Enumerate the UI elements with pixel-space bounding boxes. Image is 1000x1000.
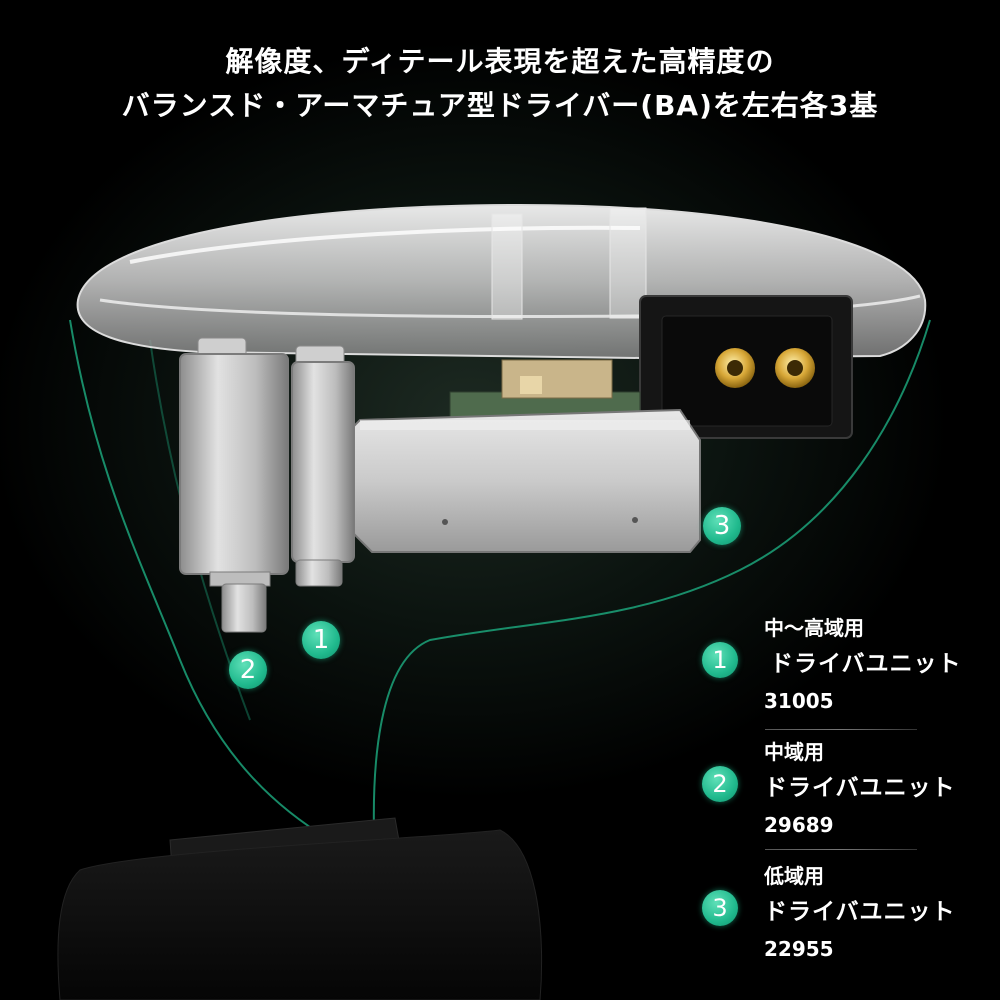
legend-text: 中〜高域用 ドライバユニット 31005 — [764, 612, 962, 718]
model-number: 22955 — [764, 937, 834, 961]
legend-number-badge: 3 — [702, 890, 738, 926]
legend-number-badge: 1 — [702, 642, 738, 678]
legend-number: 1 — [712, 646, 728, 674]
legend-number: 3 — [712, 894, 728, 922]
headline-line-1: 解像度、ディテール表現を超えた高精度の — [225, 45, 775, 78]
driver-unit-label: ドライバユニット — [770, 651, 962, 677]
legend-number-badge: 2 — [702, 766, 738, 802]
legend-divider — [765, 729, 917, 730]
legend-number: 2 — [712, 770, 728, 798]
legend-text: 低域用 ドライバユニット 22955 — [764, 860, 956, 966]
model-number: 29689 — [764, 813, 834, 837]
marker-number: 3 — [713, 511, 731, 541]
headline: 解像度、ディテール表現を超えた高精度の バランスド・アーマチュア型ドライバー(B… — [0, 40, 1000, 128]
ear-tip — [57, 817, 543, 1000]
frequency-range-label: 中域用 — [764, 740, 824, 764]
driver-unit-label: ドライバユニット — [764, 899, 956, 925]
legend-divider — [765, 849, 917, 850]
driver-unit-label: ドライバユニット — [764, 775, 956, 801]
marker-number: 1 — [312, 625, 330, 655]
frequency-range-label: 低域用 — [764, 864, 824, 888]
driver-1-box — [291, 345, 355, 587]
marker-driver-2: 2 — [229, 651, 267, 689]
marker-driver-3: 3 — [703, 507, 741, 545]
model-number: 31005 — [764, 689, 834, 713]
marker-number: 2 — [239, 655, 257, 685]
headline-line-2: バランスド・アーマチュア型ドライバー(BA)を左右各3基 — [121, 89, 879, 122]
frequency-range-label: 中〜高域用 — [764, 616, 864, 640]
driver-3-box — [349, 408, 701, 553]
driver-2-box — [179, 337, 289, 633]
legend-text: 中域用 ドライバユニット 29689 — [764, 736, 956, 842]
marker-driver-1: 1 — [302, 621, 340, 659]
two-pin-connector — [639, 295, 853, 439]
